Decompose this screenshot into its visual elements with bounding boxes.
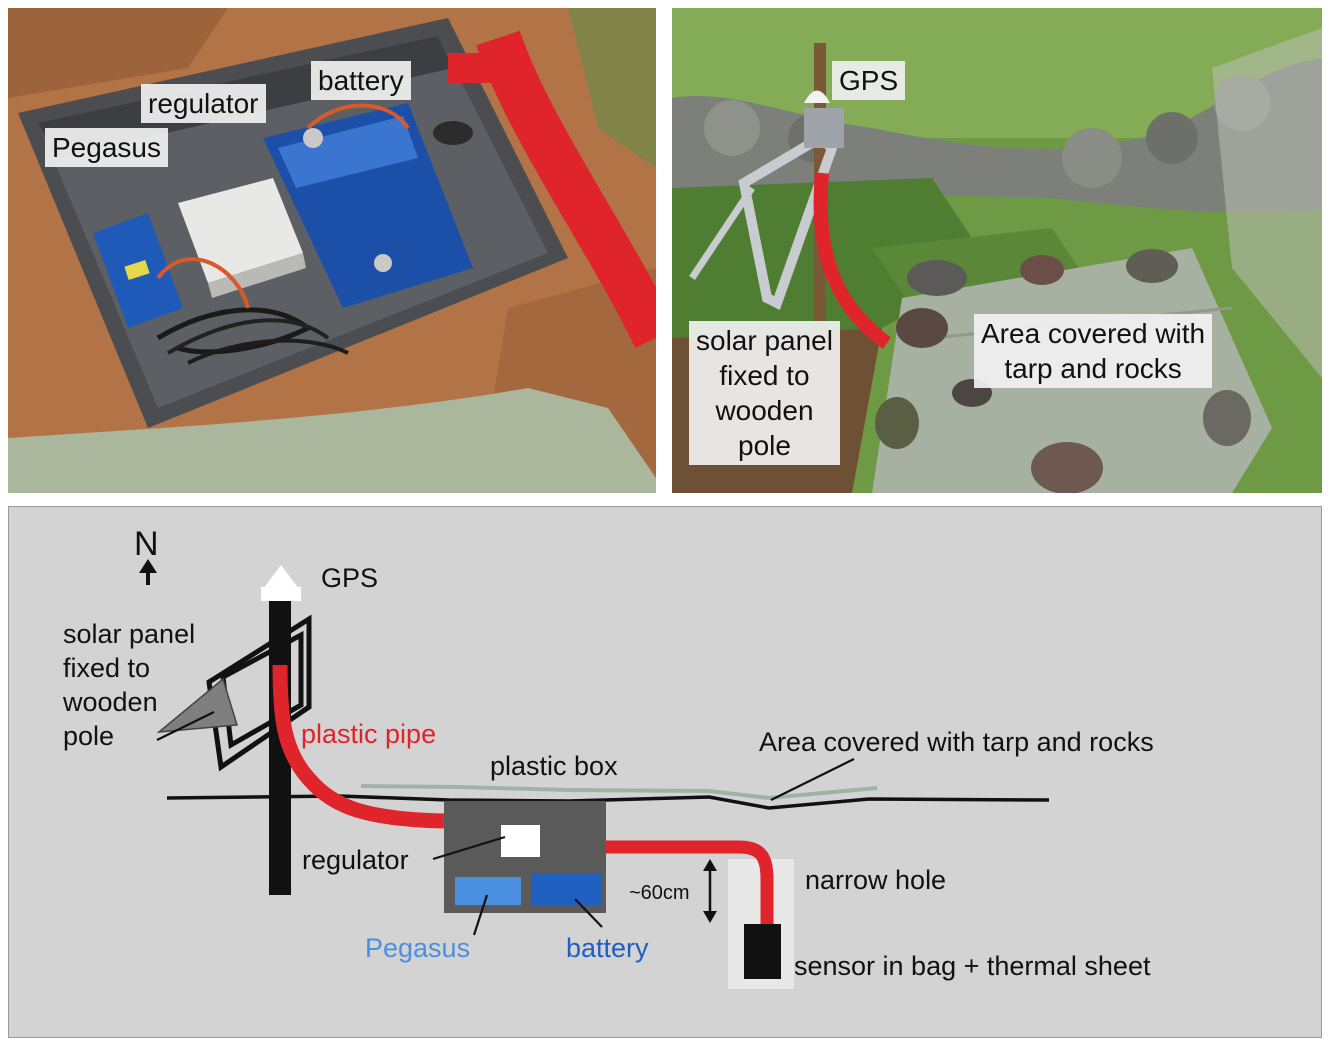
solar-panel-label-line-4: pole (63, 721, 114, 751)
solar-panel-support (156, 677, 238, 733)
plastic-pipe-to-sensor (606, 840, 774, 927)
solar-panel-leader-line (156, 711, 215, 741)
battery-block (531, 873, 601, 905)
battery-leader-line (574, 898, 603, 928)
solar-panel-label-line-2: fixed to (63, 653, 150, 683)
area-label: Area covered with tarp and rocks (759, 727, 1154, 757)
sensor-block (744, 924, 781, 979)
north-label: N (134, 525, 159, 563)
regulator-leader-line (432, 835, 506, 861)
photo-inside-box: battery regulator Pegasus (8, 8, 656, 493)
pegasus-block (455, 877, 521, 905)
plastic-pipe-label: plastic pipe (301, 719, 436, 749)
plastic-box-label: plastic box (490, 751, 618, 781)
depth-arrow-up-icon (703, 859, 717, 871)
solar-panel-label: solar panel fixed to wooden pole (62, 619, 203, 751)
depth-label: ~60cm (629, 882, 690, 904)
pegasus-label: Pegasus (365, 933, 470, 963)
photo-site-surface: GPS solar panel fixed to wooden pole Are… (672, 8, 1322, 493)
area-leader-line (770, 758, 855, 801)
gps-antenna-base (261, 587, 301, 601)
photo-label-pegasus: Pegasus (45, 128, 168, 167)
solar-panel-label-line-1: solar panel (63, 619, 195, 649)
tarp-line (360, 784, 878, 801)
photo-label-area: Area covered with tarp and rocks (974, 314, 1213, 388)
battery-label: battery (566, 933, 649, 963)
narrow-hole-label: narrow hole (805, 865, 946, 895)
gps-antenna-icon (263, 565, 299, 589)
regulator-block (501, 825, 540, 857)
pegasus-leader-line (472, 894, 489, 936)
solar-panel-label-line-3: wooden (62, 687, 158, 717)
photo-label-battery: battery (311, 61, 411, 100)
photo-label-solar-panel: solar panel fixed to wooden pole (689, 321, 840, 465)
sensor-label: sensor in bag + thermal sheet (794, 951, 1151, 981)
regulator-label: regulator (302, 845, 409, 875)
photo-label-gps: GPS (832, 61, 906, 100)
site-schematic-diagram: N (8, 506, 1322, 1038)
photo-label-regulator: regulator (141, 84, 266, 123)
photo-site-illustration (672, 8, 1322, 493)
ground-surface-line (166, 794, 1050, 810)
gps-label: GPS (321, 563, 378, 593)
schematic-drawing: N (62, 525, 1154, 989)
depth-arrow-down-icon (703, 911, 717, 923)
plastic-pipe-to-box (272, 664, 445, 829)
north-arrow-icon (139, 559, 157, 573)
